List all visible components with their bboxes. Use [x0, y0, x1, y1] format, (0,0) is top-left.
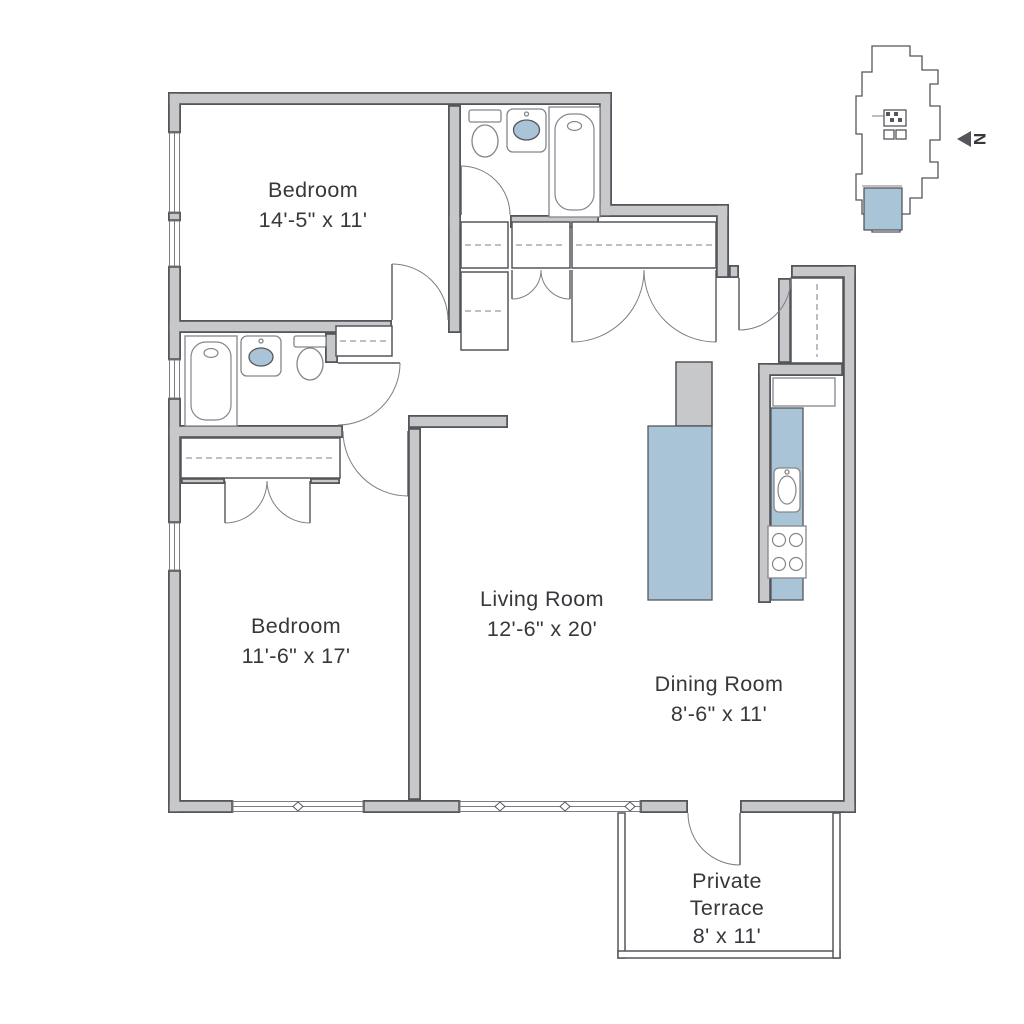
- room-dims-living-room: 12'-6" x 20': [487, 617, 597, 641]
- kitchen-island: [647, 425, 713, 601]
- room-label-terrace-2: Terrace: [690, 896, 765, 920]
- room-dims-bedroom-2: 11'-6" x 17': [242, 644, 351, 668]
- wall-segment: [641, 801, 687, 812]
- windows: [167, 132, 641, 814]
- north-arrow-icon: N: [957, 131, 989, 147]
- doors: [224, 165, 792, 866]
- room-label-terrace-1: Private: [692, 869, 762, 893]
- wall-segment: [169, 93, 611, 104]
- room-label-living-room: Living Room: [480, 587, 604, 611]
- window-icon: [167, 359, 182, 399]
- bathtub-icon: [548, 106, 601, 218]
- wall-segment: [717, 205, 728, 277]
- closet: [460, 221, 509, 269]
- wall-segment: [169, 571, 180, 812]
- closet: [335, 325, 393, 357]
- terrace-walls: [617, 812, 841, 959]
- room-label-bedroom-2: Bedroom: [251, 614, 341, 638]
- closet: [790, 277, 844, 364]
- wall-segment: [844, 266, 855, 812]
- room-label-dining-room: Dining Room: [655, 672, 784, 696]
- wall-segment: [779, 279, 790, 362]
- closet: [460, 271, 509, 351]
- refrigerator-icon: [772, 377, 836, 407]
- toilet-icon: [293, 335, 327, 381]
- wall-segment: [759, 364, 842, 375]
- wall-segment: [169, 213, 180, 220]
- window-icon: [167, 220, 182, 267]
- window-icon: [167, 132, 182, 213]
- room-dims-dining-room: 8'-6" x 11': [671, 702, 767, 726]
- key-plan: [855, 45, 941, 233]
- wall-segment: [600, 93, 611, 216]
- wall-segment: [741, 801, 855, 812]
- bathroom-1-fixtures: [468, 106, 601, 218]
- closet-double-door: [571, 269, 717, 343]
- wall-segment: [409, 416, 507, 427]
- room-labels: Bedroom 14'-5" x 11' Bedroom 11'-6" x 17…: [242, 178, 784, 948]
- bathroom-door: [460, 165, 511, 216]
- walls: [168, 92, 856, 813]
- wall-segment: [409, 429, 420, 799]
- wall-segment: [169, 801, 232, 812]
- wall-segment: [169, 267, 180, 359]
- wall-segment: [169, 399, 180, 522]
- closet: [511, 221, 571, 269]
- room-label-bedroom-1: Bedroom: [268, 178, 358, 202]
- wall-segment: [449, 216, 460, 227]
- window-icon: [167, 522, 182, 571]
- sink-icon: [773, 467, 801, 513]
- wall-segment: [326, 334, 337, 362]
- bedroom-door: [342, 430, 409, 497]
- wall-segment: [600, 205, 728, 216]
- sink-icon: [506, 108, 547, 153]
- wall-segment: [759, 364, 770, 602]
- bedroom-door: [391, 263, 449, 321]
- sink-icon: [240, 335, 282, 377]
- unit-location-highlight: [863, 187, 903, 231]
- toilet-icon: [468, 109, 502, 158]
- wall-segment: [182, 479, 224, 483]
- elevator-core: [883, 109, 907, 140]
- window-icon: [459, 799, 641, 814]
- wall-segment: [169, 426, 342, 437]
- closet-double-door: [224, 480, 311, 524]
- room-dims-bedroom-1: 14'-5" x 11': [259, 208, 368, 232]
- wall-segment: [792, 266, 855, 277]
- wall-segment: [311, 479, 339, 483]
- north-label: N: [970, 133, 989, 145]
- entry-door: [738, 277, 792, 331]
- closet-double-door: [511, 269, 571, 300]
- room-dims-terrace: 8' x 11': [693, 924, 761, 948]
- closets: [180, 221, 844, 479]
- stove-icon: [767, 525, 807, 579]
- bathroom-2-fixtures: [184, 335, 327, 427]
- wall-segment: [730, 266, 738, 277]
- wall-segment: [169, 93, 180, 132]
- window-icon: [232, 799, 364, 814]
- closet: [571, 221, 717, 269]
- kitchen: [647, 361, 836, 601]
- wall-segment: [364, 801, 459, 812]
- wall-segment: [169, 321, 391, 332]
- bathtub-icon: [184, 335, 238, 427]
- terrace-door: [687, 812, 741, 866]
- island-cabinet: [675, 361, 713, 427]
- closet: [180, 437, 341, 479]
- bathroom-door: [337, 362, 401, 426]
